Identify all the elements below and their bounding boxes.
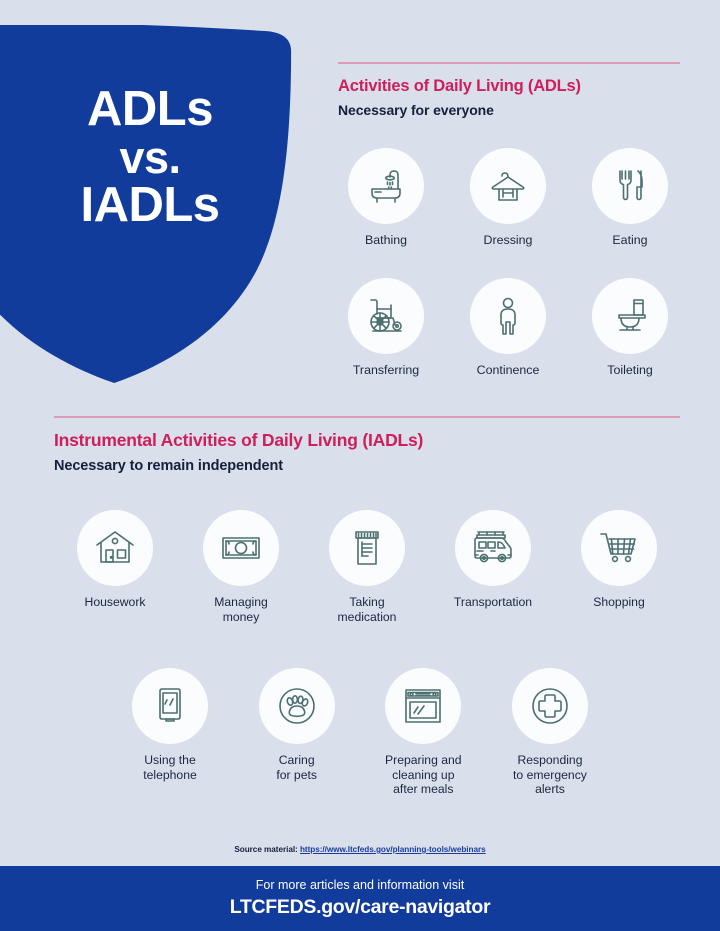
footer-tagline: For more articles and information visit: [255, 878, 465, 892]
shopping-cart-icon: [581, 510, 657, 586]
adl-item-label: Dressing: [483, 233, 533, 247]
shield-title-line2: vs.: [119, 131, 181, 183]
medical-cross-icon: [511, 668, 588, 744]
iadl-divider: [54, 416, 680, 418]
iadl-item-preparing-meals[interactable]: Preparing and cleaning up after meals: [363, 668, 483, 797]
adl-item-label: Transferring: [352, 363, 420, 377]
adl-item-eating[interactable]: Eating: [574, 148, 686, 248]
adl-item-continence[interactable]: Continence: [452, 278, 564, 378]
adl-item-label: Toileting: [607, 363, 653, 377]
iadl-section-header: Instrumental Activities of Daily Living …: [54, 416, 680, 474]
iadl-item-managing-money[interactable]: Managing money: [182, 510, 300, 624]
iadl-icon-row-2: Using the telephone Caring for pets: [110, 668, 610, 797]
banknote-icon: [203, 510, 279, 586]
iadl-item-responding-emergency[interactable]: Responding to emergency alerts: [490, 668, 610, 797]
person-standing-icon: [470, 278, 546, 354]
adl-subtitle: Necessary for everyone: [338, 101, 494, 118]
toilet-icon: [592, 278, 668, 354]
iadl-item-transportation[interactable]: Transportation: [434, 510, 552, 624]
wheelchair-icon: [348, 278, 424, 354]
paw-print-icon: [258, 668, 335, 744]
smartphone-icon: [132, 668, 208, 744]
footer-website[interactable]: LTCFEDS.gov/care-navigator: [229, 896, 491, 918]
iadl-item-shopping[interactable]: Shopping: [560, 510, 678, 624]
clothes-hanger-icon: [470, 148, 546, 224]
iadl-item-label: Managing money: [214, 595, 268, 624]
source-url-link[interactable]: https://www.ltcfeds.gov/planning-tools/w…: [299, 845, 486, 854]
adl-icon-row-2: Transferring Continence: [330, 278, 686, 378]
source-prefix: Source material:: [234, 845, 300, 854]
iadl-item-label: Caring for pets: [276, 753, 317, 782]
van-bus-icon: [455, 510, 531, 586]
adl-item-transferring[interactable]: Transferring: [330, 278, 442, 378]
adl-item-label: Bathing: [364, 233, 408, 247]
iadl-item-housework[interactable]: Housework: [56, 510, 174, 624]
iadl-title: Instrumental Activities of Daily Living …: [54, 430, 424, 450]
oven-icon: [385, 668, 462, 744]
iadl-item-caring-for-pets[interactable]: Caring for pets: [237, 668, 357, 797]
adl-item-bathing[interactable]: Bathing: [330, 148, 442, 248]
iadl-item-label: Housework: [84, 595, 146, 609]
iadl-item-using-telephone[interactable]: Using the telephone: [110, 668, 230, 797]
iadl-item-label: Preparing and cleaning up after meals: [385, 753, 462, 797]
iadl-item-label: Shopping: [593, 595, 645, 609]
adl-section-header: Activities of Daily Living (ADLs) Necess…: [338, 62, 680, 118]
source-material: Source material: https://www.ltcfeds.gov…: [0, 845, 720, 854]
shield-title-line3: IADLs: [80, 177, 220, 232]
fork-knife-icon: [592, 148, 668, 224]
iadl-item-label: Using the telephone: [143, 753, 197, 782]
footer-band: For more articles and information visit …: [0, 866, 720, 931]
shield-graphic: ADLs vs. IADLs: [0, 25, 310, 385]
iadl-item-label: Taking medication: [337, 595, 397, 624]
bathtub-shower-icon: [348, 148, 424, 224]
iadl-icon-row-1: Housework Managing money: [56, 510, 678, 624]
adl-icon-row-1: Bathing Dressing Eating: [330, 148, 686, 248]
shield-title-line1: ADLs: [87, 82, 213, 136]
house-icon: [77, 510, 153, 586]
adl-item-label: Eating: [612, 233, 648, 247]
iadl-item-label: Responding to emergency alerts: [513, 753, 587, 797]
adl-divider: [338, 62, 680, 64]
iadl-item-taking-medication[interactable]: Taking medication: [308, 510, 426, 624]
adl-item-dressing[interactable]: Dressing: [452, 148, 564, 248]
adl-item-toileting[interactable]: Toileting: [574, 278, 686, 378]
iadl-item-label: Transportation: [453, 595, 533, 609]
iadl-subtitle: Necessary to remain independent: [54, 457, 283, 474]
adl-item-label: Continence: [476, 363, 540, 377]
pill-bottle-icon: [329, 510, 405, 586]
adl-title: Activities of Daily Living (ADLs): [338, 77, 581, 95]
shield-title: ADLs vs. IADLs: [0, 82, 300, 232]
